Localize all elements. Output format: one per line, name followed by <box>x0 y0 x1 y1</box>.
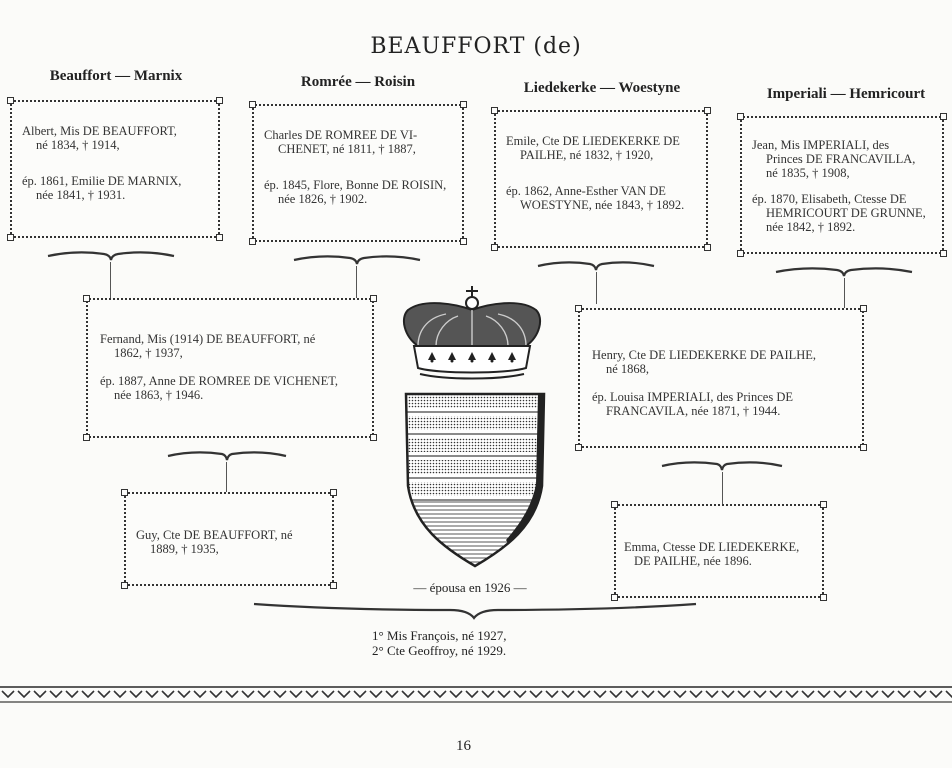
crown-icon <box>402 286 542 380</box>
ancestor-box-charles: Charles DE ROMREE DE VI- CHENET, né 1811… <box>249 101 467 245</box>
child-box-emma: Emma, Ctesse DE LIEDEKERKE, DE PAILHE, n… <box>611 501 827 601</box>
parent-box-henry: Henry, Cte DE LIEDEKERKE DE PAILHE, né 1… <box>575 305 867 451</box>
box-line: Guy, Cte DE BEAUFFORT, né <box>136 528 293 542</box>
connector-line <box>110 262 111 298</box>
box-line: ép. 1870, Elisabeth, Ctesse DE <box>752 192 907 206</box>
connector-brace <box>47 251 175 261</box>
connector-line <box>226 462 227 492</box>
column-heading-beauffort-marnix: Beauffort — Marnix <box>49 68 183 84</box>
box-line: ép. 1861, Emilie DE MARNIX, <box>22 174 182 188</box>
connector-line <box>844 278 845 308</box>
connector-brace <box>293 255 421 265</box>
marriage-note: — épousa en 1926 — <box>413 580 527 595</box>
box-line: 1889, † 1935, <box>150 542 219 556</box>
box-line: ép. Louisa IMPERIALI, des Princes DE <box>592 390 794 404</box>
box-line: ép. 1887, Anne DE ROMREE DE VICHENET, <box>100 374 339 388</box>
connector-brace <box>253 602 697 620</box>
child-line: 1° Mis François, né 1927, <box>372 628 507 643</box>
box-line: CHENET, né 1811, † 1887, <box>278 142 416 156</box>
box-line: Emile, Cte DE LIEDEKERKE DE <box>506 134 680 148</box>
box-line: FRANCAVILA, née 1871, † 1944. <box>606 404 781 418</box>
connector-brace <box>661 461 783 471</box>
connector-line <box>356 266 357 298</box>
page-title: BEAUFFORT (de) <box>370 34 582 59</box>
connector-brace <box>537 261 655 271</box>
page-number: 16 <box>456 738 471 754</box>
child-line: 2° Cte Geoffroy, né 1929. <box>372 643 507 658</box>
box-line: Albert, Mis DE BEAUFFORT, <box>22 124 177 138</box>
box-line: 1862, † 1937, <box>114 346 183 360</box>
box-line: Charles DE ROMREE DE VI- <box>264 128 418 142</box>
box-line: né 1835, † 1908, <box>766 166 850 180</box>
box-line: Princes DE FRANCAVILLA, <box>766 152 916 166</box>
children-list: 1° Mis François, né 1927, 2° Cte Geoffro… <box>372 628 506 658</box>
box-line: HEMRICOURT DE GRUNNE, <box>766 206 926 220</box>
box-line: ép. 1862, Anne-Esther VAN DE <box>506 184 666 198</box>
box-line: née 1863, † 1946. <box>114 388 204 402</box>
column-heading-imperiali-hemricourt: Imperiali — Hemricourt <box>766 86 926 102</box>
parent-box-fernand: Fernand, Mis (1914) DE BEAUFFORT, né 186… <box>83 295 377 441</box>
ancestor-box-albert: Albert, Mis DE BEAUFFORT, né 1834, † 191… <box>7 97 223 241</box>
box-line: Jean, Mis IMPERIALI, des <box>752 138 890 152</box>
box-line: née 1841, † 1931. <box>36 188 126 202</box>
decorative-border <box>0 684 952 708</box>
child-box-guy: Guy, Cte DE BEAUFFORT, né 1889, † 1935, <box>121 489 337 589</box>
connector-brace <box>775 267 913 277</box>
ancestor-box-jean: Jean, Mis IMPERIALI, des Princes DE FRAN… <box>737 113 947 257</box>
box-line: Henry, Cte DE LIEDEKERKE DE PAILHE, <box>592 348 817 362</box>
box-line: Emma, Ctesse DE LIEDEKERKE, <box>624 540 800 554</box>
connector-line <box>722 472 723 504</box>
box-line: ép. 1845, Flore, Bonne DE ROISIN, <box>264 178 447 192</box>
ancestor-box-emile: Emile, Cte DE LIEDEKERKE DE PAILHE, né 1… <box>491 107 711 251</box>
shield-icon <box>404 392 546 568</box>
box-line: Fernand, Mis (1914) DE BEAUFFORT, né <box>100 332 316 346</box>
connector-brace <box>167 451 287 461</box>
box-line: PAILHE, né 1832, † 1920, <box>520 148 654 162</box>
box-line: née 1842, † 1892. <box>766 220 856 234</box>
box-line: DE PAILHE, née 1896. <box>634 554 752 568</box>
box-line: WOESTYNE, née 1843, † 1892. <box>520 198 685 212</box>
box-line: née 1826, † 1902. <box>278 192 368 206</box>
column-heading-liedekerke-woestyne: Liedekerke — Woestyne <box>523 80 681 96</box>
column-heading-romree-roisin: Romrée — Roisin <box>300 74 416 90</box>
connector-line <box>596 272 597 304</box>
box-line: né 1834, † 1914, <box>36 138 120 152</box>
box-line: né 1868, <box>606 362 650 376</box>
